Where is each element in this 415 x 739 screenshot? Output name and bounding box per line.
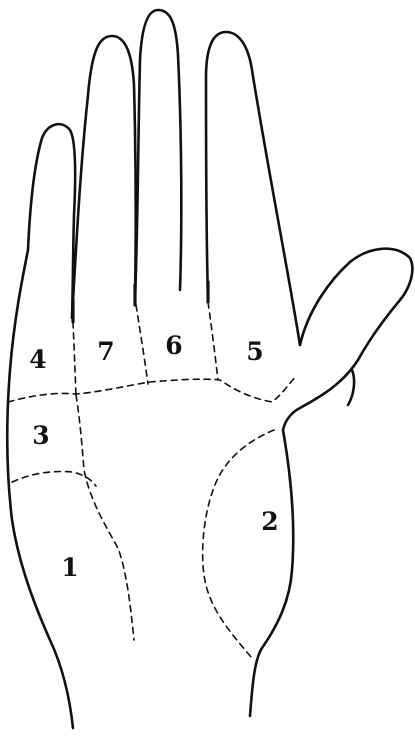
- zone-label-1: 1: [61, 553, 78, 582]
- zone-label-7: 7: [97, 337, 114, 366]
- little-finger-outline: [28, 124, 75, 318]
- ring-finger-outline: [72, 36, 136, 318]
- hand-left-edge: [7, 250, 73, 728]
- thumb-outline: [283, 249, 412, 430]
- middle-finger-outline: [135, 10, 181, 300]
- zone-label-5: 5: [246, 337, 263, 366]
- zone-label-3: 3: [32, 421, 49, 450]
- boundary-thumb-mount: [203, 430, 274, 658]
- boundary-6-5: [208, 302, 218, 380]
- zone-label-4: 4: [29, 345, 46, 374]
- zone-label-2: 2: [261, 507, 278, 536]
- boundary-4-7: [73, 322, 76, 395]
- index-finger-outline: [206, 32, 300, 345]
- zone-label-6: 6: [165, 331, 182, 360]
- hand-right-edge: [250, 430, 293, 716]
- boundary-3-7: [76, 395, 134, 640]
- finger-mounts-baseline: [8, 376, 296, 402]
- boundary-7-6: [136, 305, 148, 384]
- thumb-inner-edge: [348, 370, 354, 405]
- boundary-3-1: [12, 471, 96, 486]
